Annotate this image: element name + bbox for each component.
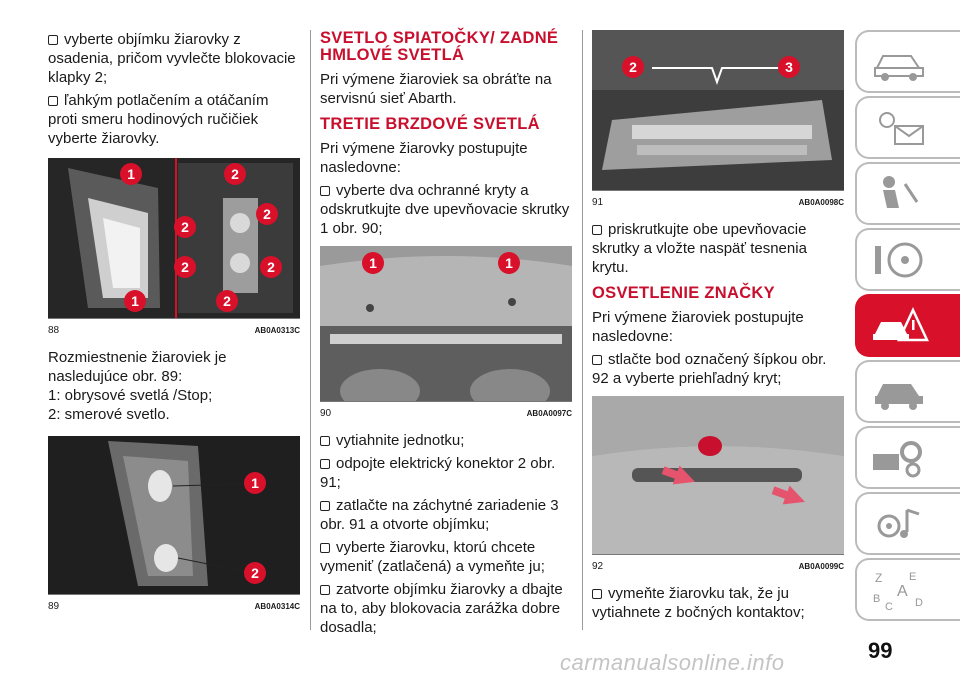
figure-number: 88 [48, 325, 60, 336]
callout-label: 2 [244, 562, 266, 584]
gears-icon [873, 440, 922, 477]
paragraph: vyberte žiarovku, ktorú chcete vymeniť (… [320, 539, 545, 575]
paragraph: 2: smerové svetlo. [48, 406, 170, 423]
callout-label: 1 [244, 472, 266, 494]
multimedia-icon [877, 508, 920, 538]
callout-label: 1 [124, 290, 146, 312]
car-maintenance-icon [875, 383, 923, 410]
paragraph: vymeňte žiarovku tak, že ju vytiahnete z… [592, 585, 805, 621]
checkbox-bullet-icon [320, 585, 330, 595]
column-1: vyberte objímku žiarovky z osadenia, pri… [48, 30, 300, 624]
figure-90-image: 1 1 [320, 246, 572, 401]
paragraph: vyberte dva ochranné kryty a odskrutkujt… [320, 182, 570, 237]
column-2: SVETLO SPIATOČKY/ ZADNÉ HMLOVÉ SVETLÁ Pr… [320, 30, 572, 641]
breakdown-icon [873, 306, 929, 341]
figure-number: 90 [320, 408, 332, 419]
airbag-seat-icon [883, 175, 919, 208]
svg-text:A: A [897, 583, 908, 600]
checkbox-bullet-icon [320, 436, 330, 446]
checkbox-bullet-icon [320, 501, 330, 511]
paragraph: vytiahnite jednotku; [320, 431, 572, 450]
paragraph: zatvorte objímku žiarovky a dbajte na to… [320, 581, 563, 636]
callout-label: 2 [174, 216, 196, 238]
svg-text:C: C [885, 601, 893, 612]
page-number: 99 [868, 638, 893, 663]
column-divider-1 [310, 30, 311, 630]
column-3: 2 3 91 AB0A0098C priskrutkujte obe upevň… [592, 30, 844, 626]
paragraph: odpojte elektrický konektor 2 obr. 91; [320, 455, 556, 491]
svg-text:B: B [873, 593, 880, 605]
paragraph: Rozmiestnenie žiaroviek je nasledujúce o… [48, 349, 227, 385]
figure-code: AB0A0098C [798, 198, 844, 207]
figure-code: AB0A0313C [254, 326, 300, 335]
steering-wheel-icon [875, 242, 923, 277]
callout-label: 3 [778, 56, 800, 78]
paragraph: stlačte bod označený šípkou obr. 92 a vy… [592, 351, 827, 387]
tab-breakdown[interactable] [855, 294, 960, 357]
callout-label: 2 [224, 163, 246, 185]
svg-text:Z: Z [875, 571, 882, 585]
callout-label: 1 [498, 252, 520, 274]
watermark: carmanualsonline.info [560, 650, 785, 675]
figure-caption: 91 AB0A0098C [592, 190, 844, 212]
paragraph: Pri výmene žiaroviek postupujte nasledov… [592, 309, 804, 345]
svg-text:E: E [909, 571, 916, 583]
figure-code: AB0A0314C [254, 602, 300, 611]
callout-label: 1 [120, 163, 142, 185]
checkbox-bullet-icon [48, 35, 58, 45]
checkbox-bullet-icon [320, 186, 330, 196]
tab-multimedia[interactable] [855, 492, 960, 555]
section-heading: OSVETLENIE ZNAČKY [592, 284, 775, 302]
figure-92-image [592, 396, 844, 554]
checkbox-bullet-icon [320, 543, 330, 553]
callout-label: 2 [174, 256, 196, 278]
figure-88-image: 1 2 2 2 2 2 1 2 [48, 158, 300, 318]
tab-car[interactable] [855, 30, 960, 93]
tab-warning-lights[interactable] [855, 96, 960, 159]
svg-text:D: D [915, 597, 923, 609]
figure-caption: 90 AB0A0097C [320, 401, 572, 423]
figure-caption: 89 AB0A0314C [48, 594, 300, 616]
callout-label: 2 [622, 56, 644, 78]
paragraph: Pri výmene žiarovky postupujte nasledovn… [320, 140, 528, 176]
paragraph: Pri výmene žiaroviek sa obráťte na servi… [320, 71, 552, 107]
checkbox-bullet-icon [320, 459, 330, 469]
tab-car-maintenance[interactable] [855, 360, 960, 423]
figure-caption: 88 AB0A0313C [48, 318, 300, 340]
callout-label: 2 [260, 256, 282, 278]
tab-gears[interactable] [855, 426, 960, 489]
figure-number: 91 [592, 197, 604, 208]
checkbox-bullet-icon [592, 589, 602, 599]
callout-label: 2 [256, 203, 278, 225]
checkbox-bullet-icon [592, 355, 602, 365]
figure-code: AB0A0099C [798, 562, 844, 571]
callout-label: 1 [362, 252, 384, 274]
section-heading: SVETLO SPIATOČKY/ ZADNÉ HMLOVÉ SVETLÁ [320, 29, 559, 64]
figure-number: 92 [592, 561, 604, 572]
paragraph: zatlačte na záchytné zariadenie 3 obr. 9… [320, 497, 559, 533]
figure-caption: 92 AB0A0099C [592, 554, 844, 576]
figure-91-image: 2 3 [592, 30, 844, 190]
callout-label: 2 [216, 290, 238, 312]
tab-steering-wheel[interactable] [855, 228, 960, 291]
index-abc-icon: Z EA BC D [873, 571, 923, 612]
paragraph: vyberte objímku žiarovky z osadenia, pri… [48, 31, 296, 86]
checkbox-bullet-icon [48, 96, 58, 106]
car-icon [874, 54, 924, 81]
figure-89-image: 1 2 [48, 436, 300, 594]
checkbox-bullet-icon [592, 225, 602, 235]
section-heading: TRETIE BRZDOVÉ SVETLÁ [320, 115, 540, 133]
paragraph: 1: obrysové svetlá /Stop; [48, 387, 213, 404]
paragraph: ľahkým potlačením a otáčaním proti smeru… [48, 92, 269, 147]
figure-number: 89 [48, 601, 60, 612]
tab-airbag-seat[interactable] [855, 162, 960, 225]
paragraph: priskrutkujte obe upevňovacie skrutky a … [592, 221, 807, 276]
warning-lights-icon [879, 111, 924, 145]
figure-code: AB0A0097C [526, 409, 572, 418]
column-divider-2 [582, 30, 583, 630]
